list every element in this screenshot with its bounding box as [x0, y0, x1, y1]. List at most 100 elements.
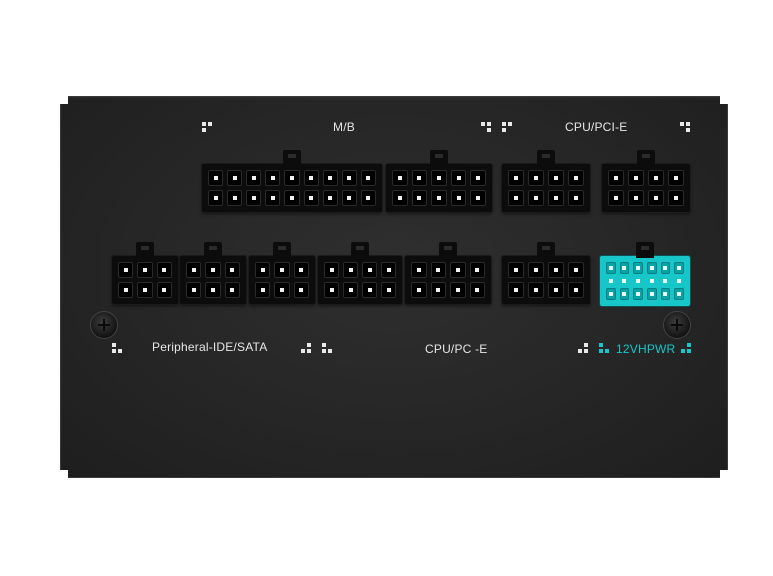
peripheral-connector-1: [112, 242, 178, 304]
connector-pin: [341, 190, 357, 206]
pin-grid: [255, 262, 309, 298]
psu-back-panel: M/B CPU/PCI-E Peripheral-IDE/SATA CPU/PC…: [59, 95, 729, 479]
connector-pin: [265, 170, 281, 186]
connector-pin: [508, 262, 524, 278]
connector-latch: [636, 242, 654, 258]
sense-pin: [647, 278, 657, 285]
connector-pin: [528, 262, 544, 278]
connector-pin: [274, 282, 290, 298]
connector-pin: [411, 190, 428, 206]
connector-pin: [548, 282, 564, 298]
connector-pin: [186, 262, 202, 278]
pin-grid: [208, 170, 376, 206]
connector-pin: [508, 170, 524, 186]
panel-corner-notch: [720, 95, 729, 104]
connector-pin: [208, 170, 224, 186]
connector-pin: [265, 190, 281, 206]
connector-pin: [293, 262, 309, 278]
corner-marker-icon: [680, 122, 690, 132]
connector-pin: [224, 262, 240, 278]
pin-grid: [186, 262, 240, 298]
connector-pin: [303, 170, 319, 186]
connector-pin: [431, 190, 447, 206]
cpu-pcie-top-label: CPU/PCI-E: [565, 120, 628, 134]
connector-pin: [246, 190, 262, 206]
connector-pin: [411, 282, 427, 298]
connector-pin: [156, 262, 172, 278]
corner-marker-icon: [481, 122, 491, 132]
connector-pin: [450, 262, 466, 278]
connector-pin: [156, 282, 172, 298]
connector-pin: [668, 190, 684, 206]
connector-pin: [324, 282, 339, 298]
connector-pin: [469, 262, 485, 278]
connector-pin: [362, 282, 377, 298]
connector-pin: [628, 190, 644, 206]
connector-pin: [647, 288, 657, 300]
connector-pin: [293, 282, 309, 298]
pin-grid: [508, 262, 584, 298]
pin-grid: [606, 262, 684, 300]
connector-pin: [324, 262, 339, 278]
connector-latch: [439, 242, 457, 258]
connector-pin: [360, 170, 376, 186]
corner-marker-icon: [502, 122, 512, 132]
connector-pin: [450, 190, 467, 206]
pin-grid: [392, 170, 486, 206]
connector-pin: [186, 282, 202, 298]
connector-pin: [343, 282, 358, 298]
connector-pin: [648, 170, 664, 186]
corner-marker-icon: [599, 343, 609, 353]
connector-pin: [568, 282, 584, 298]
peripheral-connector-4: [318, 242, 402, 304]
connector-pin: [548, 170, 564, 186]
connector-pin: [508, 282, 524, 298]
panel-corner-notch: [59, 470, 68, 479]
connector-pin: [137, 282, 153, 298]
connector-pin: [208, 190, 224, 206]
connector-pin: [411, 262, 427, 278]
connector-pin: [470, 170, 486, 186]
connector-pin: [362, 262, 377, 278]
connector-pin: [619, 262, 630, 274]
connector-pin: [227, 170, 243, 186]
peripheral-connector-3: [249, 242, 315, 304]
corner-marker-icon: [112, 343, 122, 353]
connector-pin: [568, 190, 584, 206]
connector-pin: [322, 190, 338, 206]
connector-pin: [608, 190, 624, 206]
sense-pin: [674, 278, 684, 285]
connector-pin: [284, 190, 300, 206]
mb-connector-2: [386, 150, 492, 212]
corner-marker-icon: [578, 343, 588, 353]
connector-latch: [430, 150, 448, 166]
connector-pin: [322, 170, 338, 186]
peripheral-connector-2: [180, 242, 246, 304]
connector-latch: [273, 242, 291, 258]
panel-corner-notch: [59, 95, 68, 104]
connector-pin: [660, 262, 671, 274]
connector-pin: [118, 282, 134, 298]
connector-latch: [537, 150, 555, 166]
connector-pin: [205, 262, 221, 278]
pin-grid: [411, 262, 485, 298]
connector-pin: [469, 282, 485, 298]
cpu-pcie-bottom-connector-2: [502, 242, 590, 304]
connector-pin: [392, 170, 408, 186]
cpu-pcie-bottom-connector-1: [405, 242, 491, 304]
connector-pin: [528, 282, 544, 298]
connector-pin: [341, 170, 357, 186]
connector-pin: [568, 170, 584, 186]
connector-pin: [660, 288, 671, 300]
mb-label: M/B: [333, 120, 355, 134]
sense-pin: [620, 278, 630, 285]
connector-latch: [204, 242, 222, 258]
pin-grid: [324, 262, 396, 298]
connector-pin: [118, 262, 134, 278]
connector-pin: [628, 170, 644, 186]
connector-pin: [568, 262, 584, 278]
pin-grid: [508, 170, 584, 206]
connector-pin: [648, 190, 664, 206]
connector-latch: [136, 242, 154, 258]
sense-pin: [661, 278, 671, 285]
